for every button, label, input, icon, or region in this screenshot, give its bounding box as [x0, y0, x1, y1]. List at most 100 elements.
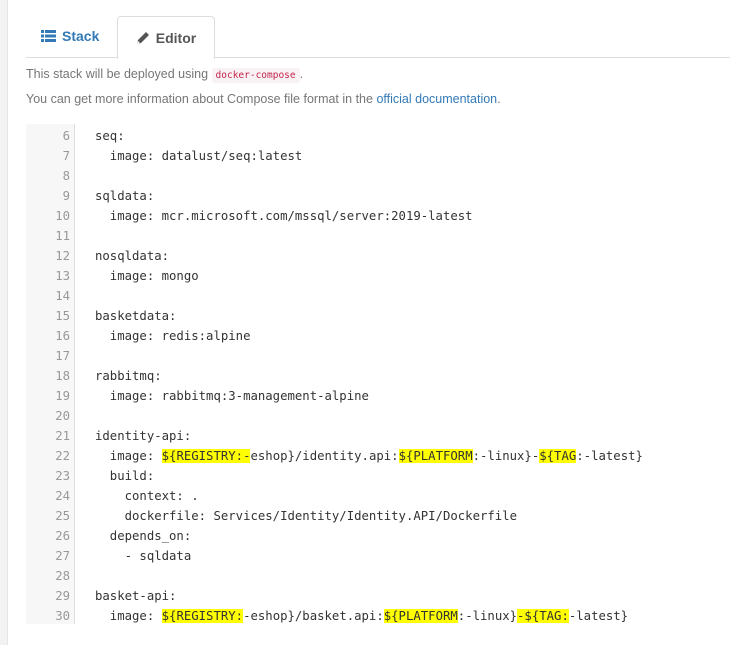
docker-compose-code: docker-compose	[211, 68, 300, 83]
code-text: image: mcr.microsoft.com/mssql/server:20…	[95, 209, 473, 223]
line-number: 14	[55, 289, 70, 303]
line-number: 10	[55, 209, 70, 223]
line-number: 30	[55, 609, 70, 623]
code-line[interactable]: 9 sqldata:	[26, 186, 730, 206]
code-text: basket-api:	[95, 589, 177, 603]
list-icon	[41, 30, 56, 42]
line-number: 9	[62, 189, 70, 203]
code-segment: image:	[95, 449, 162, 463]
code-line[interactable]: 28	[26, 566, 730, 586]
line-number-gutter	[26, 124, 75, 624]
line-number: 6	[62, 129, 70, 143]
code-line[interactable]: 12 nosqldata:	[26, 246, 730, 266]
code-text: sqldata:	[95, 189, 155, 203]
code-line[interactable]: 17	[26, 346, 730, 366]
code-text: - sqldata	[95, 549, 192, 563]
code-line[interactable]: 15 basketdata:	[26, 306, 730, 326]
code-line[interactable]: 20	[26, 406, 730, 426]
line-number: 17	[55, 349, 70, 363]
tab-stack-label: Stack	[62, 28, 100, 44]
line-number: 25	[55, 509, 70, 523]
code-line[interactable]: 25 dockerfile: Services/Identity/Identit…	[26, 506, 730, 526]
highlighted-variable: -${TAG:	[517, 609, 569, 623]
line-number: 7	[62, 149, 70, 163]
tab-editor[interactable]: Editor	[117, 16, 215, 59]
code-line[interactable]: 10 image: mcr.microsoft.com/mssql/server…	[26, 206, 730, 226]
code-segment: -latest}	[568, 609, 629, 623]
code-segment: :-linux}	[457, 609, 518, 623]
code-segment: eshop}/identity.api:	[250, 449, 399, 463]
period: .	[299, 67, 304, 81]
line-number: 13	[55, 269, 70, 283]
code-text: image: ${REGISTRY:-eshop}/basket.api:${P…	[95, 606, 628, 624]
code-line[interactable]: 23 build:	[26, 466, 730, 486]
line-number: 27	[55, 549, 70, 563]
code-line[interactable]: 11	[26, 226, 730, 246]
line-number: 22	[55, 449, 70, 463]
line-number: 23	[55, 469, 70, 483]
pencil-icon	[136, 31, 150, 45]
compose-info: You can get more information about Compo…	[26, 92, 501, 106]
highlighted-variable: ${TAG	[539, 449, 577, 463]
code-line[interactable]: 14	[26, 286, 730, 306]
line-number: 29	[55, 589, 70, 603]
code-text: build:	[95, 469, 155, 483]
code-text: image: ${REGISTRY:-eshop}/identity.api:$…	[95, 446, 643, 466]
code-text: depends_on:	[95, 529, 192, 543]
code-segment: image:	[95, 609, 162, 623]
official-documentation-link[interactable]: official documentation	[376, 92, 498, 106]
highlighted-variable: ${REGISTRY:	[161, 609, 244, 623]
code-line[interactable]: 8	[26, 166, 730, 186]
line-number: 20	[55, 409, 70, 423]
deploy-description: This stack will be deployed using docker…	[26, 67, 304, 83]
line-number: 26	[55, 529, 70, 543]
highlighted-variable: ${PLATFORM	[383, 609, 458, 623]
line-number: 12	[55, 249, 70, 263]
code-text: dockerfile: Services/Identity/Identity.A…	[95, 509, 517, 523]
line-number: 8	[62, 169, 70, 183]
left-sidebar-edge	[0, 0, 8, 645]
tab-editor-label: Editor	[155, 29, 197, 46]
code-line[interactable]: 30 image: ${REGISTRY:-eshop}/basket.api:…	[26, 606, 730, 624]
code-text: image: datalust/seq:latest	[95, 149, 303, 163]
code-text: image: redis:alpine	[95, 329, 251, 343]
tab-bar: Stack Editor	[26, 16, 730, 59]
deploy-text: This stack will be deployed using	[26, 67, 209, 81]
code-text: nosqldata:	[95, 249, 170, 263]
code-line[interactable]: 7 image: datalust/seq:latest	[26, 146, 730, 166]
period: .	[497, 92, 501, 106]
code-line[interactable]: 22 image: ${REGISTRY:-eshop}/identity.ap…	[26, 446, 730, 466]
code-text: image: rabbitmq:3-management-alpine	[95, 389, 369, 403]
code-text: image: mongo	[95, 269, 199, 283]
code-text: seq:	[95, 129, 125, 143]
line-number: 16	[55, 329, 70, 343]
highlighted-variable: ${REGISTRY:-	[161, 449, 251, 463]
code-line[interactable]: 24 context: .	[26, 486, 730, 506]
code-line[interactable]: 18 rabbitmq:	[26, 366, 730, 386]
highlighted-variable: ${PLATFORM	[398, 449, 473, 463]
line-number: 15	[55, 309, 70, 323]
line-number: 21	[55, 429, 70, 443]
line-number: 24	[55, 489, 70, 503]
code-segment: -eshop}/basket.api:	[243, 609, 384, 623]
code-line[interactable]: 26 depends_on:	[26, 526, 730, 546]
code-line[interactable]: 16 image: redis:alpine	[26, 326, 730, 346]
code-line[interactable]: 27 - sqldata	[26, 546, 730, 566]
code-segment: :-linux}-	[472, 449, 540, 463]
code-text: basketdata:	[95, 309, 177, 323]
code-line[interactable]: 29 basket-api:	[26, 586, 730, 606]
line-number: 11	[55, 229, 70, 243]
code-segment: :-latest}	[576, 449, 643, 463]
code-line[interactable]: 19 image: rabbitmq:3-management-alpine	[26, 386, 730, 406]
line-number: 28	[55, 569, 70, 583]
tab-stack[interactable]: Stack	[41, 16, 99, 56]
code-line[interactable]: 13 image: mongo	[26, 266, 730, 286]
line-number: 18	[55, 369, 70, 383]
code-editor[interactable]: 6 seq: 7 image: datalust/seq:latest 8 9 sqlda…	[26, 124, 730, 624]
line-number: 19	[55, 389, 70, 403]
code-text: context: .	[95, 489, 199, 503]
compose-info-text: You can get more information about Compo…	[26, 92, 373, 106]
code-line[interactable]: 6 seq:	[26, 126, 730, 146]
code-text: rabbitmq:	[95, 369, 162, 383]
